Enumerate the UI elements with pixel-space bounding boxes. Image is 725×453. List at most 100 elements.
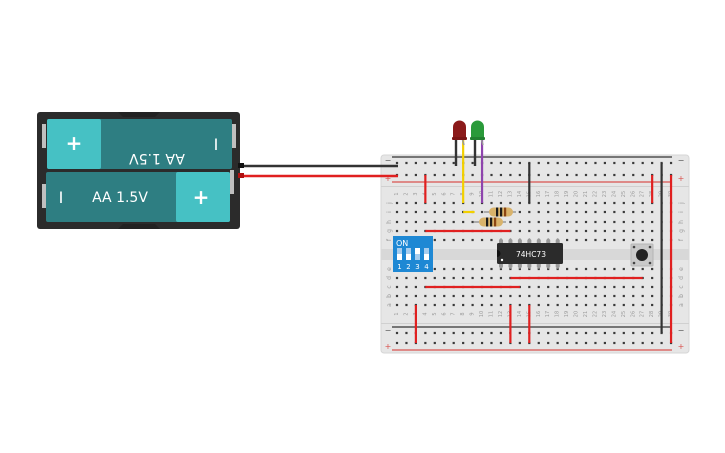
rail-hole[interactable] xyxy=(433,173,436,177)
breadboard-hole[interactable] xyxy=(641,229,644,233)
rail-hole[interactable] xyxy=(603,173,606,177)
rail-hole[interactable] xyxy=(641,161,644,165)
breadboard-hole[interactable] xyxy=(395,303,399,307)
breadboard-hole[interactable] xyxy=(641,210,644,214)
breadboard-hole[interactable] xyxy=(405,201,408,205)
breadboard-hole[interactable] xyxy=(547,220,550,224)
breadboard-hole[interactable] xyxy=(547,267,550,271)
rail-hole[interactable] xyxy=(443,331,446,335)
breadboard-hole[interactable] xyxy=(499,276,503,280)
rail-hole[interactable] xyxy=(575,341,578,345)
breadboard-hole[interactable] xyxy=(537,201,540,205)
breadboard-hole[interactable] xyxy=(462,303,465,307)
resistor-2[interactable] xyxy=(474,217,506,227)
breadboard-hole[interactable] xyxy=(632,285,635,289)
rail-hole[interactable] xyxy=(433,161,436,165)
breadboard-hole[interactable] xyxy=(584,201,588,205)
rail-hole[interactable] xyxy=(594,173,597,177)
rail-hole[interactable] xyxy=(509,173,512,177)
breadboard-hole[interactable] xyxy=(452,201,455,205)
breadboard-hole[interactable] xyxy=(547,285,550,289)
breadboard-hole[interactable] xyxy=(414,229,417,233)
breadboard-hole[interactable] xyxy=(518,210,521,214)
rail-hole[interactable] xyxy=(575,173,578,177)
rail-hole[interactable] xyxy=(424,161,427,165)
breadboard-hole[interactable] xyxy=(518,220,521,224)
breadboard-hole[interactable] xyxy=(575,294,578,298)
breadboard-hole[interactable] xyxy=(452,303,455,307)
breadboard-hole[interactable] xyxy=(424,276,427,280)
breadboard-hole[interactable] xyxy=(537,267,540,271)
breadboard-hole[interactable] xyxy=(490,294,493,298)
breadboard-hole[interactable] xyxy=(622,238,625,242)
breadboard-hole[interactable] xyxy=(603,220,606,224)
breadboard-hole[interactable] xyxy=(433,303,436,307)
breadboard-hole[interactable] xyxy=(594,229,597,233)
breadboard-hole[interactable] xyxy=(632,303,635,307)
rail-hole[interactable] xyxy=(556,173,559,177)
breadboard-hole[interactable] xyxy=(622,210,625,214)
rail-hole[interactable] xyxy=(490,341,493,345)
breadboard-hole[interactable] xyxy=(584,210,588,214)
breadboard-hole[interactable] xyxy=(405,285,408,289)
breadboard-hole[interactable] xyxy=(499,294,503,298)
rail-hole[interactable] xyxy=(632,173,635,177)
rail-hole[interactable] xyxy=(632,341,635,345)
breadboard-hole[interactable] xyxy=(443,210,446,214)
rail-hole[interactable] xyxy=(603,161,606,165)
breadboard-hole[interactable] xyxy=(641,267,644,271)
breadboard-hole[interactable] xyxy=(622,303,625,307)
breadboard-hole[interactable] xyxy=(414,210,417,214)
breadboard-hole[interactable] xyxy=(556,267,559,271)
breadboard-hole[interactable] xyxy=(547,229,550,233)
rail-hole[interactable] xyxy=(651,331,654,335)
pushbutton[interactable] xyxy=(630,243,654,267)
rail-hole[interactable] xyxy=(537,173,540,177)
breadboard-hole[interactable] xyxy=(584,220,588,224)
breadboard-hole[interactable] xyxy=(613,267,616,271)
breadboard-hole[interactable] xyxy=(490,238,493,242)
rail-hole[interactable] xyxy=(641,173,644,177)
breadboard-hole[interactable] xyxy=(547,210,550,214)
breadboard-hole[interactable] xyxy=(613,285,616,289)
breadboard-hole[interactable] xyxy=(632,201,635,205)
breadboard-hole[interactable] xyxy=(537,303,540,307)
rail-hole[interactable] xyxy=(669,161,673,165)
rail-hole[interactable] xyxy=(613,331,616,335)
breadboard-hole[interactable] xyxy=(575,303,578,307)
breadboard-hole[interactable] xyxy=(395,294,399,298)
breadboard-hole[interactable] xyxy=(480,276,484,280)
breadboard-hole[interactable] xyxy=(613,201,616,205)
breadboard-hole[interactable] xyxy=(641,303,644,307)
breadboard-hole[interactable] xyxy=(556,210,559,214)
rail-hole[interactable] xyxy=(480,331,484,335)
rail-hole[interactable] xyxy=(547,341,550,345)
rail-hole[interactable] xyxy=(584,173,588,177)
breadboard-hole[interactable] xyxy=(452,267,455,271)
breadboard-hole[interactable] xyxy=(556,220,559,224)
rail-hole[interactable] xyxy=(603,341,606,345)
breadboard-hole[interactable] xyxy=(641,220,644,224)
breadboard-hole[interactable] xyxy=(575,220,578,224)
rail-hole[interactable] xyxy=(575,161,578,165)
breadboard-hole[interactable] xyxy=(424,294,427,298)
breadboard-hole[interactable] xyxy=(641,238,644,242)
breadboard-hole[interactable] xyxy=(566,267,569,271)
breadboard-hole[interactable] xyxy=(480,294,484,298)
rail-hole[interactable] xyxy=(641,341,644,345)
rail-hole[interactable] xyxy=(499,341,503,345)
breadboard-hole[interactable] xyxy=(575,285,578,289)
breadboard-hole[interactable] xyxy=(622,294,625,298)
breadboard-hole[interactable] xyxy=(556,201,559,205)
breadboard-hole[interactable] xyxy=(556,294,559,298)
rail-hole[interactable] xyxy=(566,173,569,177)
breadboard-hole[interactable] xyxy=(613,303,616,307)
breadboard-hole[interactable] xyxy=(547,303,550,307)
breadboard-hole[interactable] xyxy=(443,220,446,224)
rail-hole[interactable] xyxy=(622,331,625,335)
breadboard-hole[interactable] xyxy=(528,285,531,289)
rail-hole[interactable] xyxy=(518,331,521,335)
breadboard-hole[interactable] xyxy=(651,210,654,214)
breadboard-hole[interactable] xyxy=(566,294,569,298)
